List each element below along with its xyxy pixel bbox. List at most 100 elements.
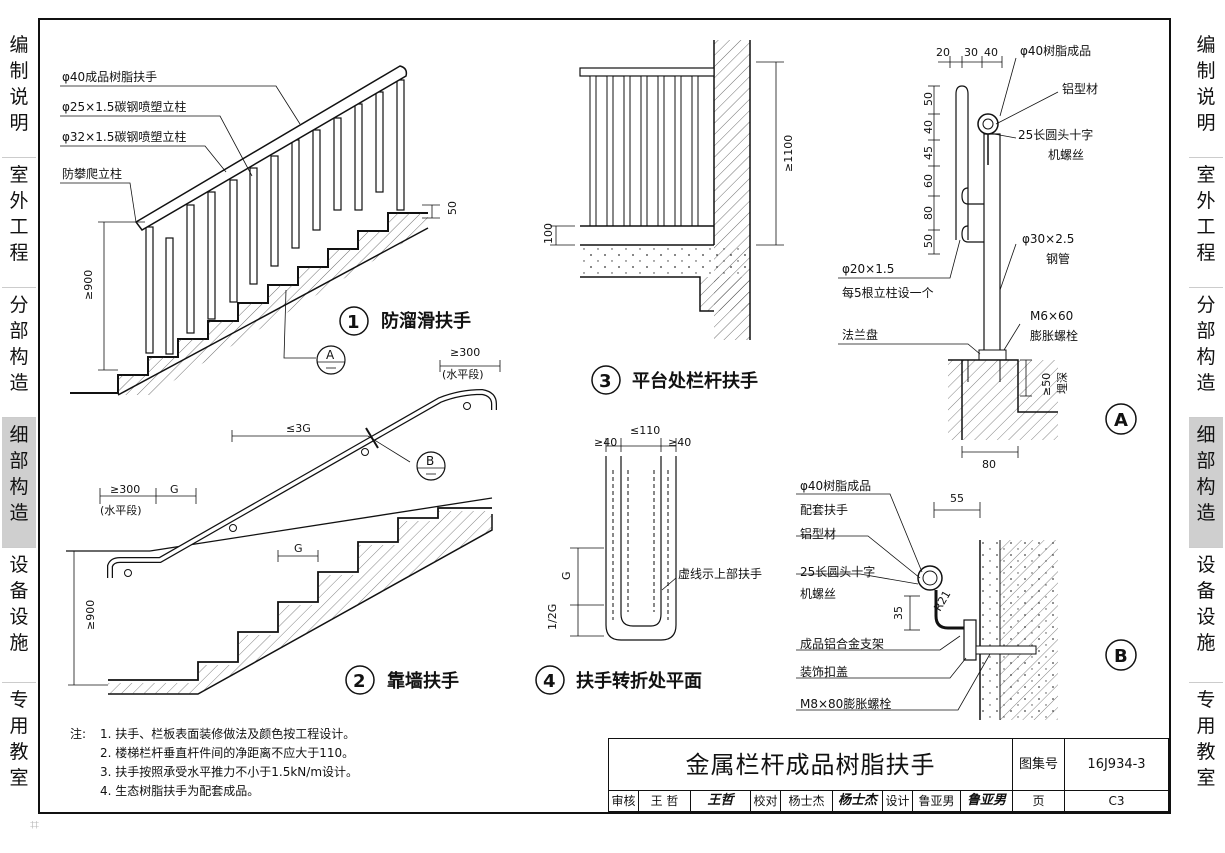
- side-nav-char: 构: [1196, 346, 1216, 368]
- side-nav-item[interactable]: 编制说明: [1189, 28, 1223, 158]
- side-nav-char: 室: [1196, 164, 1216, 186]
- detailB-dim: 55: [950, 492, 964, 505]
- side-nav-char: 施: [9, 632, 29, 654]
- side-nav-item[interactable]: 专用教室: [1189, 683, 1223, 803]
- signature-row: 审核 王 哲 王哲 校对 杨士杰 杨士杰 设计 鲁亚男 鲁亚男 页 C3: [609, 791, 1168, 811]
- side-nav-item[interactable]: 编制说明: [2, 28, 36, 158]
- atlas-number: 16J934-3: [1065, 739, 1168, 791]
- detailA-label: 法兰盘: [842, 327, 878, 342]
- side-nav-char: 备: [1196, 580, 1216, 602]
- page-label: 页: [1013, 791, 1065, 811]
- side-nav-item-active[interactable]: 细部构造: [1189, 418, 1223, 548]
- detail-b-wall-bracket: φ40树脂成品 配套扶手 铝型材 25长圆头十字 机螺丝 成品铝合金支架 装饰扣…: [796, 478, 1137, 720]
- detail2-dim: G: [170, 483, 179, 496]
- detail2-callout: B: [426, 454, 434, 468]
- side-nav-char: 造: [9, 372, 29, 394]
- side-nav-char: 造: [9, 502, 29, 524]
- side-nav-item[interactable]: 分部构造: [1189, 288, 1223, 418]
- detail-2-wall-handrail: ≥300 (水平段) ≤3G ≥300 G (水平段) G ≥900 B 2 靠…: [66, 346, 501, 695]
- detailA-marker: A: [1114, 410, 1128, 431]
- side-nav-char: 细: [1196, 424, 1216, 446]
- detailA-dim: 埋深: [1056, 372, 1069, 394]
- detail3-marker: 3: [599, 371, 612, 392]
- detail3-title: 平台处栏杆扶手: [632, 370, 758, 392]
- side-nav-char: 编: [1196, 34, 1216, 56]
- side-nav-char: 用: [1196, 715, 1216, 737]
- detailA-label: 膨胀螺栓: [1030, 328, 1078, 343]
- detailA-dim: 40: [922, 120, 935, 134]
- side-nav-char: 部: [1196, 450, 1216, 472]
- side-nav-char: 构: [1196, 476, 1216, 498]
- detailA-dim: 80: [982, 458, 996, 471]
- detail2-dim-height: ≥900: [84, 600, 97, 630]
- side-nav-char: 说: [1196, 86, 1216, 108]
- side-nav-char: 明: [9, 112, 29, 134]
- side-nav-char: 专: [9, 689, 29, 711]
- detailA-label: M6×60: [1030, 309, 1073, 323]
- side-nav-char: 分: [1196, 294, 1216, 316]
- side-nav-char: 明: [1196, 112, 1216, 134]
- detailB-dim: 35: [892, 606, 905, 620]
- side-nav-char: 部: [9, 320, 29, 342]
- drawing-frame: [38, 18, 1171, 814]
- detail2-dim: G: [294, 542, 303, 555]
- notes-head: 注:: [70, 727, 87, 741]
- side-nav-char: 细: [9, 424, 29, 446]
- detailB-label: 25长圆头十字: [800, 564, 875, 579]
- page-number: C3: [1108, 794, 1125, 808]
- page-corner-mark: ⌗: [30, 815, 40, 834]
- detail4-title: 扶手转折处平面: [576, 670, 702, 692]
- side-nav-item-active[interactable]: 细部构造: [2, 418, 36, 548]
- detail1-title: 防溜滑扶手: [381, 310, 471, 332]
- side-nav-char: 教: [1196, 741, 1216, 763]
- side-nav-char: 分: [9, 294, 29, 316]
- side-nav-char: 备: [9, 580, 29, 602]
- detailA-label: 铝型材: [1062, 81, 1098, 96]
- side-nav-item[interactable]: 分部构造: [2, 288, 36, 418]
- side-nav-item[interactable]: 设备设施: [1189, 548, 1223, 683]
- detailB-label: 机螺丝: [800, 587, 836, 601]
- detailA-label: 机螺丝: [1048, 148, 1084, 162]
- side-nav-char: 外: [1196, 190, 1216, 212]
- side-nav-char: 室: [9, 767, 29, 789]
- drawing-title: 金属栏杆成品树脂扶手: [609, 739, 1013, 791]
- detail4-note: 虚线示上部扶手: [678, 566, 762, 581]
- detailA-dim: 20: [936, 46, 950, 59]
- detail2-marker: 2: [353, 671, 366, 692]
- detail4-dim: 1/2G: [546, 604, 559, 630]
- detail4-marker: 4: [543, 671, 556, 692]
- detail4-dim: ≥40: [594, 436, 617, 449]
- side-nav-char: 说: [9, 86, 29, 108]
- detail4-dim: ≤110: [630, 424, 660, 437]
- review-signature: 王哲: [691, 791, 751, 811]
- side-nav-char: 用: [9, 715, 29, 737]
- detail1-callout: A: [326, 348, 335, 362]
- side-nav-item[interactable]: 设备设施: [2, 548, 36, 683]
- side-nav-char: 室: [9, 164, 29, 186]
- detailA-dim: ≥50: [1040, 373, 1053, 396]
- side-nav-char: 专: [1196, 689, 1216, 711]
- detail2-dim: ≥300: [450, 346, 480, 359]
- design-label: 设计: [883, 791, 913, 811]
- detail3-dim-height: ≥1100: [782, 135, 795, 172]
- side-nav-char: 编: [9, 34, 29, 56]
- side-nav-char: 制: [1196, 60, 1216, 82]
- side-nav-char: 程: [9, 242, 29, 264]
- detail2-title: 靠墙扶手: [387, 670, 459, 692]
- detailA-label: 钢管: [1046, 251, 1070, 266]
- detailB-marker: B: [1114, 646, 1128, 667]
- detailB-label: 铝型材: [800, 526, 836, 541]
- side-nav-item[interactable]: 室外工程: [2, 158, 36, 288]
- side-nav-item[interactable]: 室外工程: [1189, 158, 1223, 288]
- side-nav-char: 设: [1196, 606, 1216, 628]
- detailA-label: φ30×2.5: [1022, 232, 1074, 246]
- detailA-dim: 80: [922, 206, 935, 220]
- note-item: 4. 生态树脂扶手为配套成品。: [100, 784, 260, 798]
- detail2-dim: (水平段): [442, 367, 484, 381]
- detail-4-turn-plan: ≤110 ≥40 ≥40 G 1/2G 虚线示上部扶手 4 扶手转折处平面: [535, 424, 762, 695]
- design-name: 鲁亚男: [913, 791, 961, 811]
- side-nav-char: 工: [1196, 216, 1216, 238]
- side-nav-item[interactable]: 专用教室: [2, 683, 36, 803]
- check-name: 杨士杰: [781, 791, 833, 811]
